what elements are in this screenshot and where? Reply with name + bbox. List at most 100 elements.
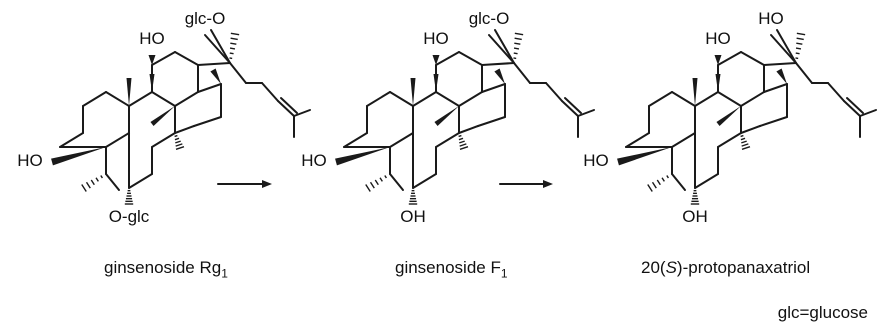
- bond: [694, 173, 719, 189]
- compound-name-rg1: ginsenoside Rg1: [104, 258, 228, 281]
- c21-methyl-hash-bond: [513, 32, 524, 60]
- c3-oh-bond: [617, 147, 672, 166]
- double-bond: [846, 97, 864, 114]
- methyl-bond: [577, 109, 595, 117]
- methyl-bond: [293, 109, 311, 117]
- bond: [795, 62, 813, 84]
- bond: [193, 116, 222, 127]
- methyl-c9-bond: [150, 106, 175, 126]
- reaction-arrow-1: [217, 180, 272, 188]
- bond: [151, 132, 176, 148]
- bond: [625, 132, 650, 148]
- compound-name-ppt: 20(S)-protopanaxatriol: [641, 258, 811, 277]
- bond: [481, 62, 515, 66]
- double-bond: [277, 100, 295, 117]
- molecule-protopanaxatriol: HO HO OH HO: [583, 9, 877, 226]
- bond: [174, 51, 199, 66]
- bond: [197, 62, 231, 66]
- methyl-c4a-hash-bond: [365, 175, 387, 192]
- c17-bond: [494, 68, 505, 84]
- bond: [174, 91, 199, 107]
- methyl-c9-bond: [716, 106, 741, 126]
- methyl-c4b-bond: [671, 173, 686, 191]
- bond: [671, 91, 696, 107]
- methyl-c4a-hash-bond: [647, 175, 669, 192]
- c12-label: HO: [705, 29, 731, 48]
- bond: [128, 91, 153, 107]
- c3-label: HO: [17, 151, 43, 170]
- methyl-c10-bond: [692, 78, 698, 106]
- c6-label: OH: [400, 207, 426, 226]
- bond: [151, 91, 176, 107]
- bond: [763, 62, 797, 66]
- c6-label: O-glc: [109, 207, 150, 226]
- bond: [366, 91, 391, 107]
- c21-methyl-hash-bond: [229, 32, 240, 60]
- methyl-c14-hash-bond: [174, 134, 185, 150]
- bond: [174, 125, 195, 134]
- bond: [770, 34, 797, 64]
- methyl-c8-bond: [149, 74, 155, 92]
- bond: [717, 51, 742, 66]
- double-bond: [561, 100, 579, 117]
- bond: [759, 116, 788, 127]
- c6-hash-bond: [408, 189, 418, 205]
- reaction-arrow-2: [499, 180, 553, 188]
- bond: [458, 51, 483, 66]
- bond: [389, 132, 414, 148]
- c6-hash-bond: [124, 189, 134, 205]
- methyl-c4a-hash-bond: [81, 175, 103, 192]
- bond: [545, 82, 563, 102]
- bond: [717, 91, 742, 107]
- c20-label: glc-O: [469, 9, 510, 28]
- bond: [204, 34, 231, 64]
- bond: [458, 91, 483, 107]
- bond: [717, 132, 742, 148]
- molecule-ginsenoside-f1: HO HO OH glc-O: [301, 9, 595, 226]
- c6-label: OH: [682, 207, 708, 226]
- methyl-c9-bond: [434, 106, 459, 126]
- c20-label: HO: [758, 9, 784, 28]
- c6-hash-bond: [690, 189, 700, 205]
- c21-methyl-hash-bond: [795, 32, 806, 60]
- bond: [671, 132, 696, 148]
- bond: [105, 91, 130, 107]
- bond: [827, 82, 845, 102]
- methyl-c14-hash-bond: [740, 134, 751, 150]
- c20-o-bond: [776, 29, 797, 64]
- bond: [740, 91, 765, 107]
- bond: [435, 51, 460, 66]
- bond: [343, 132, 368, 148]
- bond: [105, 132, 130, 148]
- c3-label: HO: [583, 151, 609, 170]
- methyl-c8-bond: [715, 74, 721, 92]
- bond: [412, 91, 437, 107]
- c20-o-bond: [210, 29, 231, 64]
- methyl-c4b-bond: [105, 173, 120, 191]
- bond: [82, 91, 107, 107]
- bond: [435, 132, 460, 148]
- bond: [412, 173, 437, 189]
- methyl-c10-bond: [410, 78, 416, 106]
- c20-o-bond: [494, 29, 515, 64]
- bond: [128, 173, 153, 189]
- bond: [740, 51, 765, 66]
- bond: [694, 91, 719, 107]
- bond: [763, 83, 788, 93]
- c3-label: HO: [301, 151, 327, 170]
- c12-label: HO: [423, 29, 449, 48]
- bond: [481, 83, 506, 93]
- bond: [458, 125, 479, 134]
- methyl-c4b-bond: [389, 173, 404, 191]
- c12-oh-bond: [432, 55, 440, 65]
- double-bond: [280, 97, 298, 114]
- c12-label: HO: [139, 29, 165, 48]
- bond: [477, 116, 506, 127]
- c12-oh-bond: [714, 55, 722, 65]
- double-bond: [843, 100, 861, 117]
- abbreviation-note: glc=glucose: [777, 303, 868, 322]
- bond: [197, 83, 222, 93]
- c3-oh-bond: [51, 147, 106, 166]
